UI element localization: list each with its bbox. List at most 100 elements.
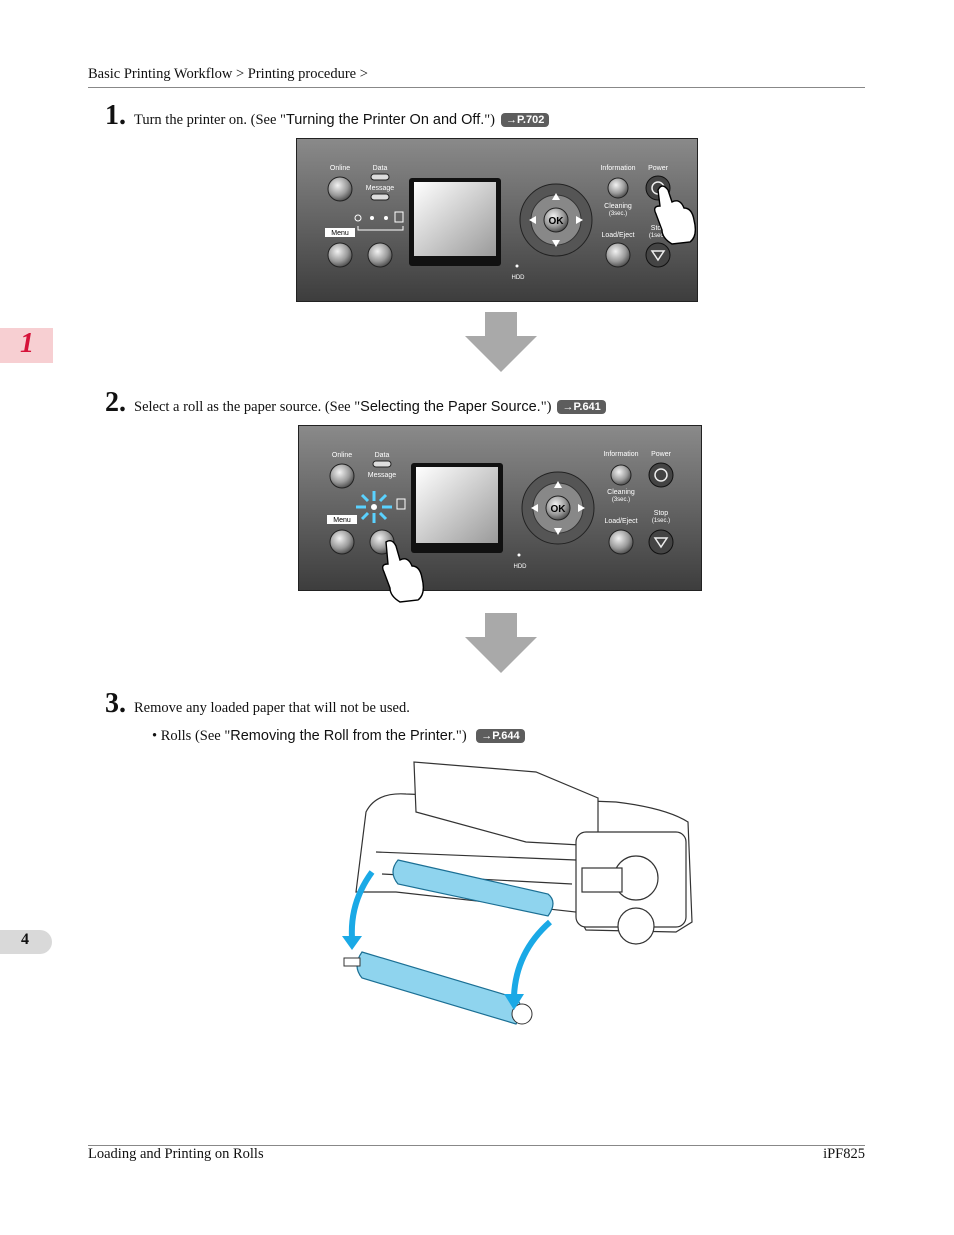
step-3: 3. Remove any loaded paper that will not…	[105, 688, 410, 720]
data-label: Data	[375, 452, 390, 459]
ok-button[interactable]	[543, 207, 569, 233]
stop-label: Stop	[654, 510, 669, 517]
menu-button[interactable]	[329, 529, 355, 555]
down-arrow-2	[465, 613, 537, 673]
up-arrow-icon[interactable]	[554, 481, 562, 488]
step-link[interactable]: Selecting the Paper Source.	[360, 399, 541, 415]
step-close: ")	[540, 399, 552, 415]
step-1: 1. Turn the printer on. (See " Turning t…	[105, 100, 550, 132]
footer-rule	[88, 1145, 865, 1146]
load-eject-label: Load/Eject	[604, 518, 637, 525]
power-label: Power	[648, 165, 669, 172]
step-close: ")	[484, 112, 496, 128]
blink-highlight	[356, 491, 392, 523]
footer-model-name: iPF825	[823, 1146, 865, 1162]
power-button[interactable]	[648, 462, 674, 488]
stop-button[interactable]	[648, 529, 674, 555]
menu-label: Menu	[331, 230, 349, 237]
down-arrow-icon[interactable]	[554, 528, 562, 535]
pointing-hand-icon	[653, 185, 697, 245]
load-eject-label: Load/Eject	[601, 232, 634, 239]
chapter-number: 1	[20, 328, 34, 359]
led-dot	[370, 216, 374, 220]
hdd-label: HDD	[512, 275, 526, 281]
load-eject-button[interactable]	[605, 242, 631, 268]
cleaning-label: Cleaning	[604, 203, 632, 210]
cleaning-sub-label: (3sec.)	[609, 211, 627, 217]
information-label: Information	[600, 165, 635, 172]
footer-section-title: Loading and Printing on Rolls	[88, 1146, 264, 1162]
loaded-roll	[392, 859, 554, 917]
stop-sub-label: (1sec.)	[652, 518, 670, 524]
data-lamp	[370, 173, 390, 181]
message-lamp	[370, 193, 390, 201]
control-panel-image-1: Online Data Message Menu HDD OK Informat…	[296, 138, 698, 302]
page-number: 4	[21, 931, 29, 948]
step-link[interactable]: Turning the Printer On and Off.	[285, 112, 485, 128]
right-arrow-icon[interactable]	[578, 504, 585, 512]
top-cover[interactable]	[413, 761, 599, 847]
left-arrow-icon[interactable]	[531, 504, 538, 512]
menu-label-box	[325, 228, 355, 237]
gear-icon	[354, 214, 362, 222]
down-arrow-1	[465, 312, 537, 372]
stop-button[interactable]	[645, 242, 671, 268]
curved-arrow	[511, 919, 552, 997]
control-panel-image-2: Online Data Message Menu HDD OK Informat…	[298, 425, 702, 591]
online-button[interactable]	[327, 176, 353, 202]
step-number: 3.	[105, 688, 126, 719]
stop-icon	[653, 537, 669, 549]
ok-button[interactable]	[545, 495, 571, 521]
paper-icon	[396, 498, 406, 510]
cleaning-sub-label: (3sec.)	[612, 497, 630, 503]
online-label: Online	[330, 165, 350, 172]
hdd-label: HDD	[514, 564, 528, 570]
chapter-tab[interactable]: 1	[0, 328, 53, 363]
pointing-hand-icon	[378, 539, 428, 604]
printer-roll-removal-illustration	[336, 752, 696, 1042]
bullet-link[interactable]: Removing the Roll from the Printer.	[230, 728, 456, 744]
power-icon	[654, 468, 668, 482]
online-label: Online	[332, 452, 352, 459]
select-button[interactable]	[367, 242, 393, 268]
menu-label-box	[327, 515, 357, 524]
page-number-tab: 4	[0, 930, 52, 954]
header-rule	[88, 87, 865, 88]
step-text: Remove any loaded paper that will not be…	[134, 700, 410, 716]
breadcrumb: Basic Printing Workflow > Printing proce…	[88, 66, 368, 82]
curved-arrow-head	[504, 994, 524, 1010]
page-ref-badge[interactable]: →P.702	[501, 113, 550, 127]
page-ref-badge[interactable]: →P.644	[476, 729, 525, 743]
curved-arrow-head	[342, 936, 362, 950]
menu-button[interactable]	[327, 242, 353, 268]
right-arrow-icon[interactable]	[576, 216, 583, 224]
curved-arrow	[348, 870, 375, 939]
down-arrow-icon[interactable]	[552, 240, 560, 247]
roll-holder	[511, 1003, 533, 1025]
step-2: 2. Select a roll as the paper source. (S…	[105, 387, 606, 419]
bullet-close: ")	[455, 728, 467, 744]
stop-label: Stop	[651, 225, 666, 232]
display-screen	[414, 182, 496, 256]
up-arrow-icon[interactable]	[552, 193, 560, 200]
bullet-mark: •	[152, 728, 158, 744]
menu-label: Menu	[333, 517, 351, 524]
stop-icon	[650, 250, 666, 262]
information-button[interactable]	[610, 464, 632, 486]
step-number: 1.	[105, 100, 126, 131]
information-button[interactable]	[607, 177, 629, 199]
step-number: 2.	[105, 387, 126, 418]
led-dot	[371, 504, 377, 510]
removed-roll	[356, 951, 522, 1025]
bullet-rolls: • Rolls (See "Removing the Roll from the…	[152, 728, 525, 745]
online-button[interactable]	[329, 463, 355, 489]
paper-icon	[394, 211, 404, 223]
display-screen	[416, 467, 498, 543]
step-text: Turn the printer on. (See "	[134, 112, 286, 128]
ok-label: OK	[551, 504, 567, 515]
information-label: Information	[603, 451, 638, 458]
step-text: Select a roll as the paper source. (See …	[134, 399, 361, 415]
load-eject-button[interactable]	[608, 529, 634, 555]
page-ref-badge[interactable]: →P.641	[557, 400, 606, 414]
left-arrow-icon[interactable]	[529, 216, 536, 224]
